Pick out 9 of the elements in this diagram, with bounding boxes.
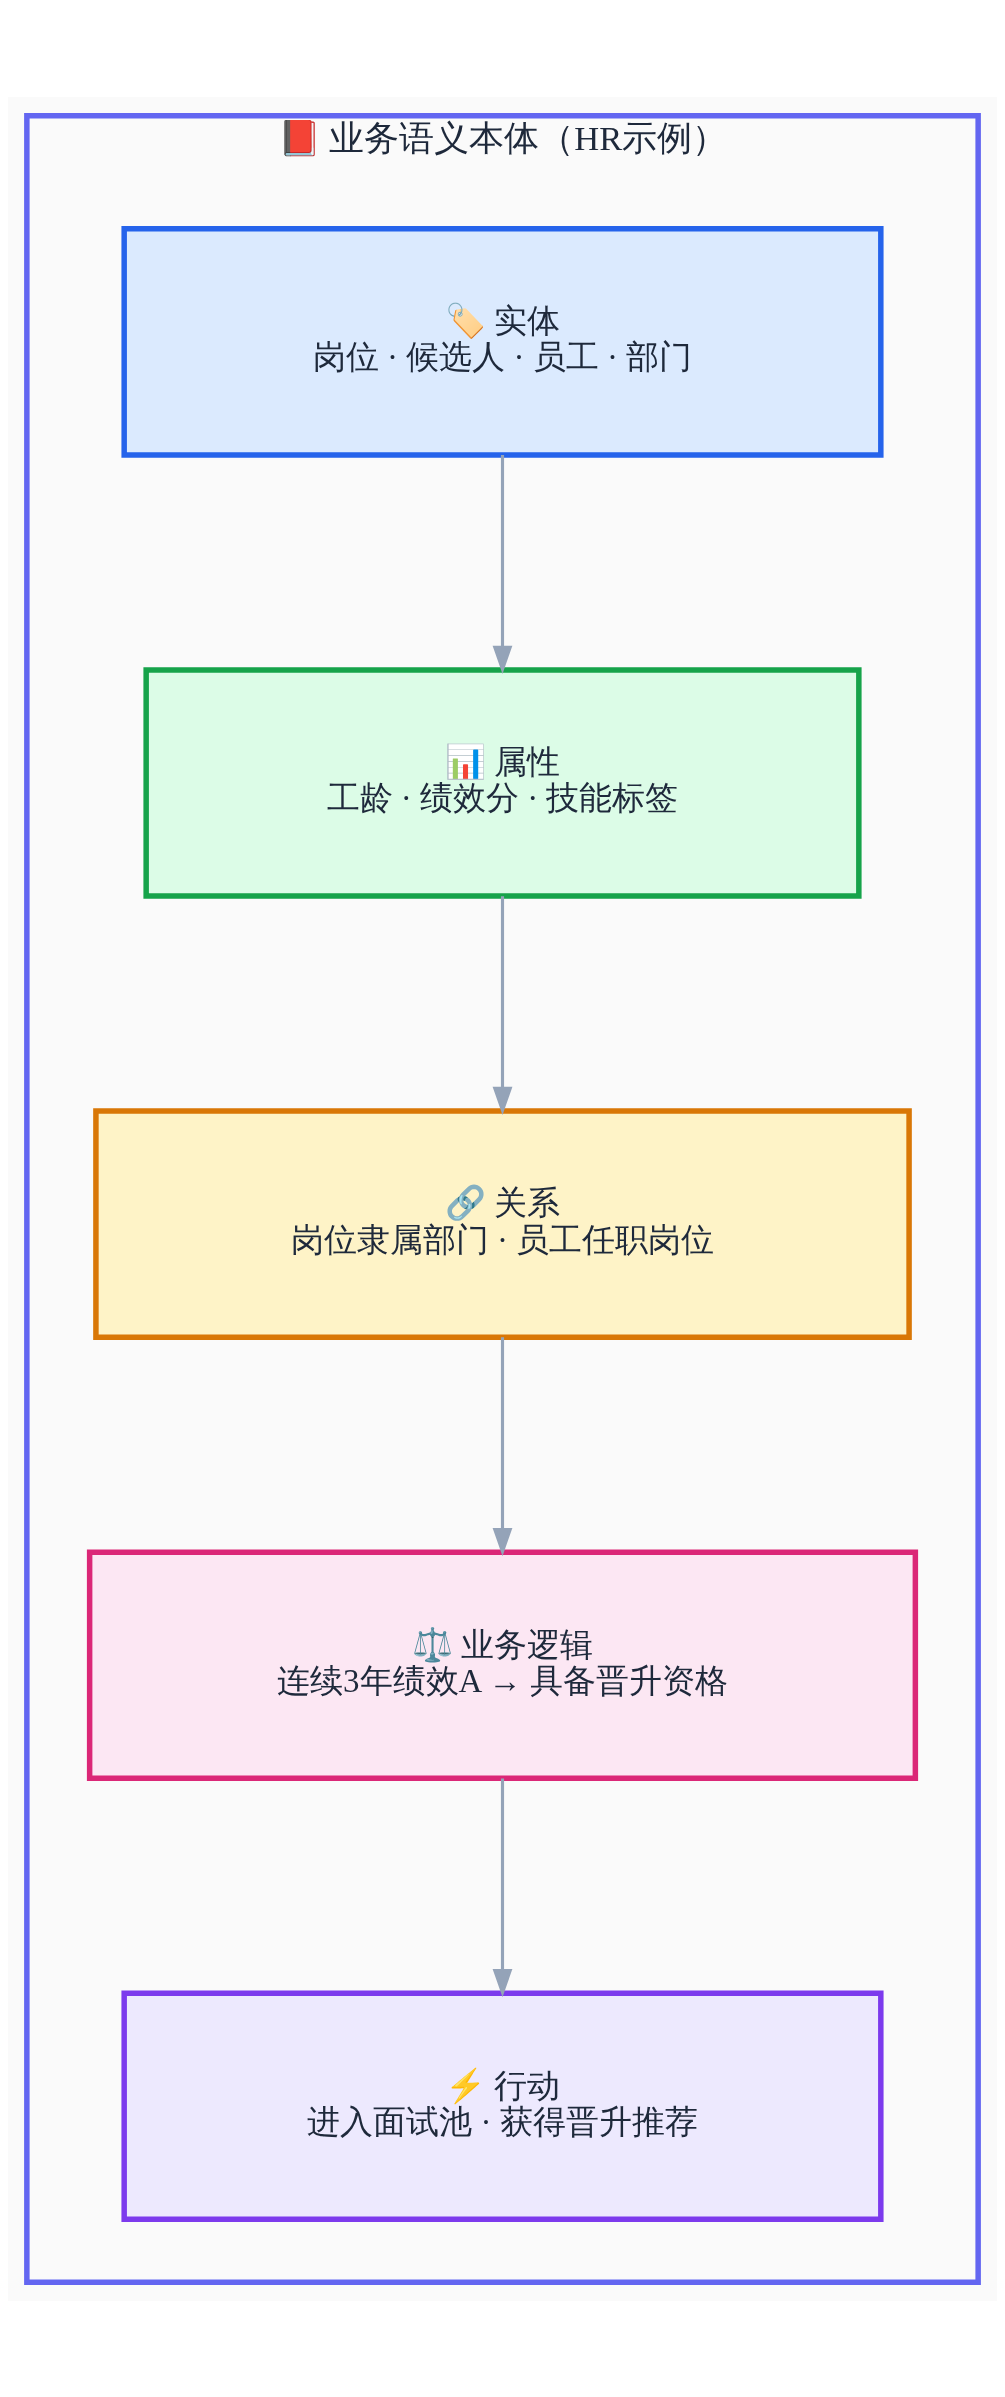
node-box: ⚖ 业务逻辑 连续3年绩效A → 具备晋升资格 [86, 1548, 919, 1781]
node-box: 📊 属性 工龄 · 绩效分 · 技能标签 [143, 666, 862, 899]
node-box: 🔗 关系 岗位隶属部门 · 员工任职岗位 [93, 1107, 912, 1340]
node-box: ⚡ 行动 进入面试池 · 获得晋升推荐 [121, 1990, 884, 2222]
arrow [492, 454, 513, 674]
arrow [492, 1336, 513, 1556]
arrow [492, 1777, 513, 1997]
node-box: 🏷 实体 岗位 · 候选人 · 员工 · 部门 [121, 225, 884, 458]
arrow [492, 895, 513, 1115]
